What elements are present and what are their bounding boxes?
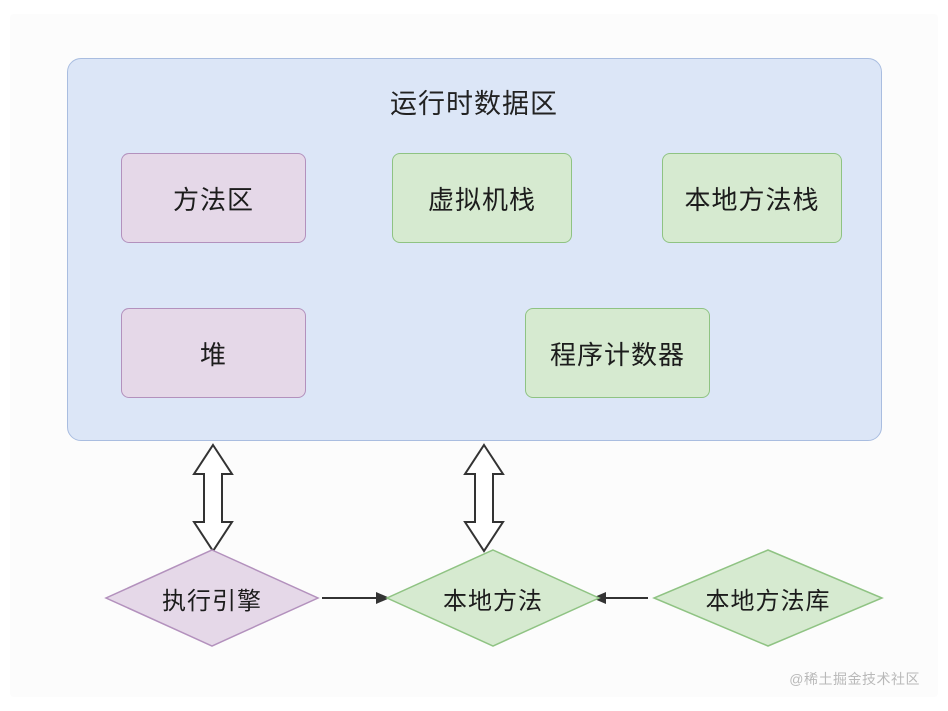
node-method-area-label: 方法区 [172,184,254,215]
diamond-shape-native-library [652,549,884,647]
node-heap[interactable]: 堆 [121,308,306,398]
node-native-method[interactable]: 本地方法 [385,548,601,648]
node-native-method-library[interactable]: 本地方法库 [652,548,884,648]
watermark: @稀土掘金技术社区 [789,671,920,687]
node-program-counter-label: 程序计数器 [549,339,685,370]
node-native-method-stack-label: 本地方法栈 [684,184,820,215]
node-vm-stack[interactable]: 虚拟机栈 [392,153,572,243]
diamond-shape-native [385,549,601,647]
node-execution-engine-label: 执行引擎 [162,587,262,615]
node-method-area[interactable]: 方法区 [121,153,306,243]
node-native-method-stack[interactable]: 本地方法栈 [662,153,842,243]
node-program-counter[interactable]: 程序计数器 [525,308,710,398]
node-native-method-library-label: 本地方法库 [705,587,831,615]
node-execution-engine[interactable]: 执行引擎 [104,548,320,648]
runtime-data-area-title: 运行时数据区 [390,89,558,119]
node-vm-stack-label: 虚拟机栈 [427,184,536,215]
node-native-method-label: 本地方法 [443,587,543,615]
diamond-shape-engine [104,549,320,647]
node-heap-label: 堆 [199,339,227,370]
